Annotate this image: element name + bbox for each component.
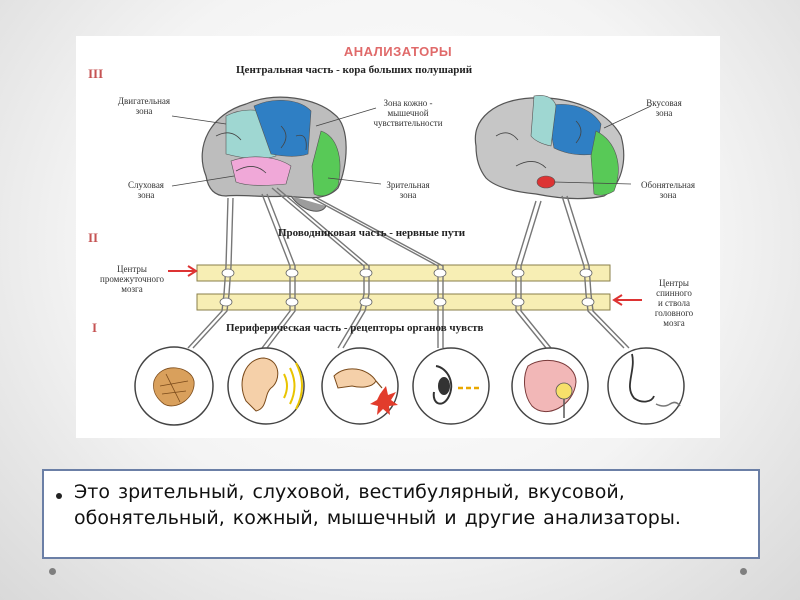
muscle-receptor-circle (134, 346, 214, 426)
left-brain (201, 96, 347, 212)
analyzers-diagram (134, 95, 685, 426)
motor-zone-label: Двигательная зона (117, 96, 171, 116)
taste-receptor-circle (511, 347, 589, 425)
corner-dot-right (740, 568, 747, 575)
ear-receptor-circle (227, 347, 305, 425)
skin-receptor-circle (321, 347, 399, 425)
right-brain (474, 95, 625, 200)
skin-zone-label: Зона кожно - мышечной чувствительности (373, 98, 443, 128)
olfactory-zone-label: Обонятельная зона (640, 180, 695, 200)
conductive-part-heading: Проводниковая часть - нервные пути (278, 227, 466, 239)
bullet-text: Это зрительный, слуховой, вестибулярный,… (74, 481, 681, 529)
nerve-pathways (187, 187, 630, 349)
receptor-circles (134, 346, 685, 426)
nose-receptor-circle (607, 347, 685, 425)
bullet-box: Это зрительный, слуховой, вестибулярный,… (42, 469, 760, 559)
spinal-band (196, 293, 611, 311)
diencephalon-centers-label: Центры промежуточного мозга (100, 264, 164, 294)
eye-receptor-circle (412, 347, 490, 425)
visual-zone-label: Зрительная зона (386, 180, 430, 200)
spinal-centers-label: Центры спинного и ствола головного мозга (654, 278, 694, 328)
analyzers-figure: АНАЛИЗАТОРЫ III II I Центральная часть -… (76, 36, 720, 438)
corner-dot-left (49, 568, 56, 575)
auditory-zone-label: Слуховая зона (128, 180, 164, 200)
diencephalon-band (196, 264, 611, 282)
peripheral-part-heading: Периферическая часть - рецепторы органов… (226, 322, 484, 334)
central-part-heading: Центральная часть - кора больших полушар… (236, 64, 473, 76)
taste-zone-label: Вкусовая зона (646, 98, 682, 118)
figure-title: АНАЛИЗАТОРЫ (343, 44, 453, 59)
level-two-label: II (88, 230, 99, 245)
bullet-dot (56, 493, 62, 499)
level-one-label: I (92, 320, 98, 335)
level-three-label: III (88, 66, 104, 81)
